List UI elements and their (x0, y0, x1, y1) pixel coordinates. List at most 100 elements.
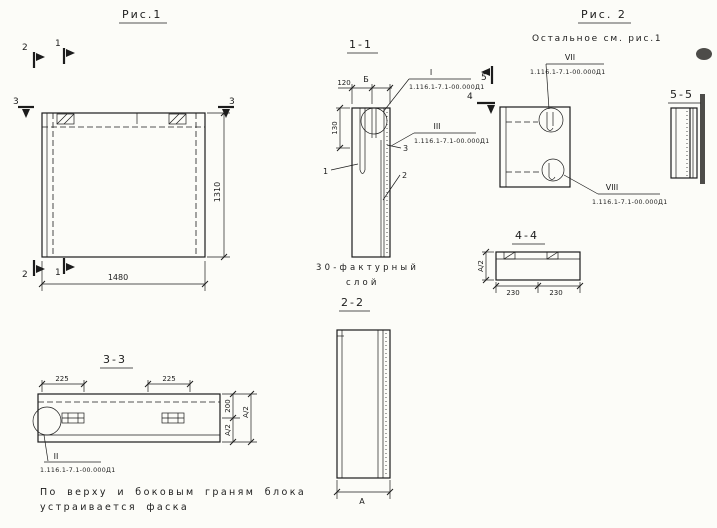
section-1-1: 1-1 120 Б 130 (316, 38, 490, 288)
dim-120-text: 120 (337, 79, 350, 87)
fig2: Рис. 2 Остальное см. рис.1 VII 1.116.1-7… (467, 8, 668, 206)
dim-a2-outer-text: А/2 (242, 406, 250, 418)
section-3-3-title-text: 3-3 (103, 353, 127, 366)
fig1-dim-width: 1480 (38, 261, 209, 291)
dim-225-left-text: 225 (55, 375, 68, 383)
callout-II: II 1.116.1-7.1-00.000Д1 (40, 434, 116, 474)
section-3-3: 3-3 225 225 (32, 353, 257, 474)
fig1-marker-1-bottom: 1 (55, 268, 61, 278)
fig2-block-side-view (499, 106, 571, 188)
part-label-1: 1 (323, 167, 328, 176)
section-5-5-title: 5-5 (668, 88, 701, 104)
part-label-2: 2 (402, 171, 407, 180)
callout-III-label: III (433, 122, 440, 131)
section-4-4-dim-bottom: 230 230 (492, 282, 584, 297)
fig1-marker-2-top: 2 (22, 43, 28, 53)
dim-b-text: Б (363, 75, 369, 84)
dim-230-right-text: 230 (549, 289, 562, 297)
section-5-5-outline (670, 107, 698, 179)
callout-II-ref: 1.116.1-7.1-00.000Д1 (40, 467, 116, 474)
fig1-block-front-view (41, 112, 206, 258)
footer-line1: По верху и боковым граням блока (40, 487, 306, 498)
callout-VIII-ref: 1.116.1-7.1-00.000Д1 (592, 199, 668, 206)
fig1-section-markers: 2 1 3 3 2 1 (13, 39, 235, 280)
section-2-2-title-text: 2-2 (341, 296, 365, 309)
fig2-subtitle: Остальное см. рис.1 (532, 34, 662, 44)
fig1-dim-height-text: 1310 (213, 182, 222, 202)
dim-a2-lower-text: А/2 (224, 424, 232, 436)
section-4-4-title: 4-4 (512, 229, 545, 245)
fig1-marker-3-left: 3 (13, 97, 19, 107)
section-5-5-title-text: 5-5 (670, 88, 694, 101)
section-4-4-dim-left: А/2 (477, 248, 494, 284)
detail-circle-I (360, 107, 388, 135)
fig1-lifting-loop-right (168, 113, 187, 125)
detail-circle-II (32, 406, 62, 436)
section-3-3-outline (37, 393, 221, 443)
note-line2: слой (346, 278, 380, 288)
dim-200-text: 200 (224, 399, 232, 412)
callout-VII-label: VII (565, 53, 575, 62)
dim-230-left-text: 230 (506, 289, 519, 297)
footer-note: По верху и боковым граням блока устраива… (40, 487, 306, 513)
part-label-3: 3 (403, 144, 408, 153)
section-2-2-outline (336, 329, 391, 479)
section-2-2-title: 2-2 (339, 296, 370, 312)
section-1-1-left-dim: 130 (331, 104, 350, 152)
section-1-1-part-labels: 1 2 3 (323, 144, 408, 201)
callout-III: III 1.116.1-7.1-00.000Д1 (390, 122, 490, 147)
section-3-3-body (32, 393, 221, 443)
callout-I-ref: 1.116.1-7.1-00.000Д1 (409, 84, 485, 91)
section-1-1-body (351, 107, 391, 258)
fig2-section-markers: 5 4 (467, 66, 495, 114)
callout-III-ref: 1.116.1-7.1-00.000Д1 (414, 138, 490, 145)
callout-II-label: II (54, 452, 59, 461)
fig1-lifting-loop-left (56, 113, 75, 125)
callout-VII-ref: 1.116.1-7.1-00.000Д1 (530, 69, 606, 76)
section-5-5: 5-5 (668, 48, 712, 184)
fig1-marker-3-right: 3 (229, 97, 235, 107)
section-4-4-title-text: 4-4 (515, 229, 539, 242)
section-4-4: 4-4 А/2 230 230 (477, 229, 584, 297)
section-3-3-top-dims: 225 225 (38, 375, 194, 392)
dim-a-text: А (359, 497, 365, 506)
fig1-marker-2-bottom: 2 (22, 270, 28, 280)
footer-line2: устраивается фаска (40, 502, 189, 513)
fig1-block-outline (41, 112, 206, 258)
callout-I-label: I (430, 68, 432, 77)
fig1-title-text: Рис.1 (122, 8, 162, 21)
fig1-dim-height: 1310 (207, 109, 230, 261)
callout-VII: VII 1.116.1-7.1-00.000Д1 (530, 53, 606, 110)
section-4-4-body (495, 251, 581, 281)
section-3-3-right-dims: 200 А/2 А/2 (222, 390, 257, 446)
detail-circle-VII (538, 107, 564, 133)
fig1-dim-width-text: 1480 (108, 273, 128, 282)
section-2-2-dim-a: А (333, 480, 394, 506)
dim-130-text: 130 (331, 121, 339, 134)
scan-artifact-blob (696, 48, 712, 60)
scan-artifact-band (700, 94, 705, 184)
section-2-2-body (336, 329, 391, 479)
fig1: Рис.1 2 1 3 3 2 1 (13, 8, 235, 291)
fig2-marker-5: 5 (481, 73, 487, 83)
dim-a2-left-text: А/2 (477, 260, 485, 272)
section-5-5-body (670, 107, 698, 179)
callout-VIII-label: VIII (606, 183, 619, 192)
dim-225-right-text: 225 (162, 375, 175, 383)
fig2-block-outline (499, 106, 571, 188)
section-3-3-title: 3-3 (100, 353, 133, 369)
callout-I: I 1.116.1-7.1-00.000Д1 (382, 68, 485, 113)
section-1-1-title: 1-1 (347, 38, 378, 54)
fig1-title: Рис.1 (119, 8, 167, 24)
note-line1: 30-фактурный (316, 263, 419, 273)
fig2-marker-4: 4 (467, 92, 473, 102)
detail-circle-VIII (541, 158, 565, 182)
section-4-4-outline (495, 251, 581, 281)
fig2-title-text: Рис. 2 (581, 8, 627, 21)
section-2-2: 2-2 А (333, 296, 394, 506)
fig1-marker-1-top: 1 (55, 39, 61, 49)
callout-VIII: VIII 1.116.1-7.1-00.000Д1 (563, 174, 668, 206)
section-1-1-title-text: 1-1 (349, 38, 373, 51)
